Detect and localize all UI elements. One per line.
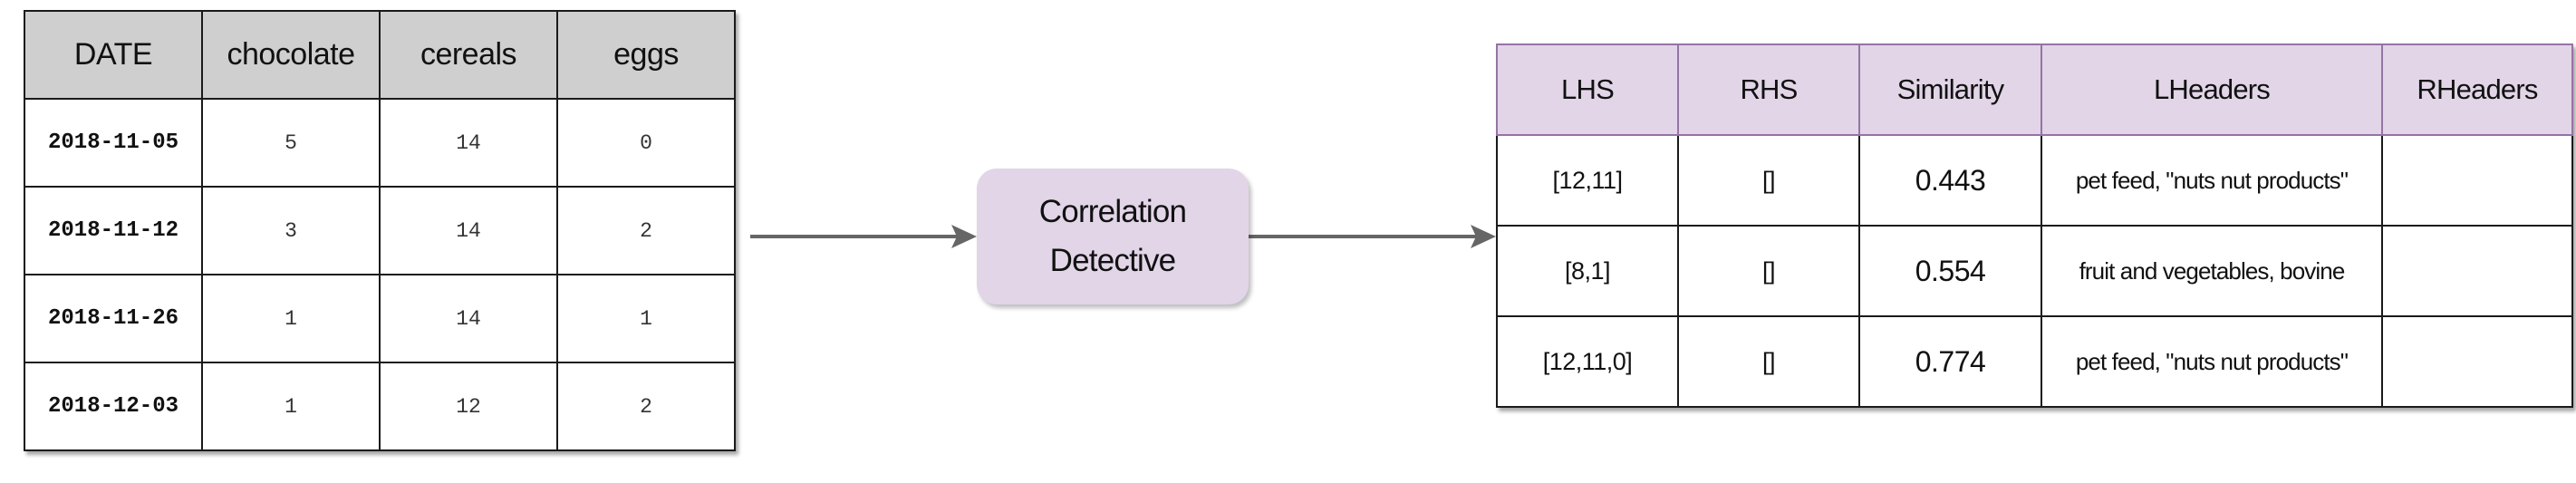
output-cell-similarity: 0.774 — [1858, 315, 2042, 408]
output-cell-rheaders — [2381, 315, 2573, 408]
input-header-date: DATE — [24, 10, 203, 100]
input-cell-cereals: 14 — [379, 186, 558, 275]
output-table-row: [8,1] [] 0.554 fruit and vegetables, bov… — [1496, 225, 2573, 317]
output-table-header-row: LHS RHS Similarity LHeaders RHeaders — [1496, 43, 2573, 136]
output-table-row: [12,11,0] [] 0.774 pet feed, "nuts nut p… — [1496, 315, 2573, 408]
output-cell-lheaders: pet feed, "nuts nut products" — [2041, 315, 2383, 408]
input-cell-cereals: 14 — [379, 274, 558, 363]
output-cell-similarity: 0.443 — [1858, 134, 2042, 227]
input-cell-cereals: 12 — [379, 362, 558, 451]
input-cell-date: 2018-12-03 — [24, 362, 203, 451]
process-label: Correlation Detective — [1038, 194, 1187, 278]
input-cell-date: 2018-11-05 — [24, 98, 203, 188]
output-cell-similarity: 0.554 — [1858, 225, 2042, 317]
input-cell-chocolate: 5 — [201, 98, 381, 188]
input-cell-eggs: 2 — [556, 186, 736, 275]
output-header-similarity: Similarity — [1858, 43, 2042, 136]
output-cell-rhs: [] — [1677, 315, 1860, 408]
input-cell-chocolate: 1 — [201, 274, 381, 363]
input-cell-date: 2018-11-26 — [24, 274, 203, 363]
input-table-row: 2018-11-12 3 14 2 — [24, 186, 736, 275]
output-header-rheaders: RHeaders — [2381, 43, 2573, 136]
output-cell-lheaders: fruit and vegetables, bovine — [2041, 225, 2383, 317]
input-table-header-row: DATE chocolate cereals eggs — [24, 10, 736, 100]
input-table: DATE chocolate cereals eggs 2018-11-05 5… — [24, 10, 736, 451]
output-cell-rhs: [] — [1677, 134, 1860, 227]
output-table: LHS RHS Similarity LHeaders RHeaders [12… — [1496, 43, 2573, 408]
arrow-process-to-output — [1249, 225, 1496, 248]
output-cell-lhs: [8,1] — [1496, 225, 1679, 317]
output-header-lheaders: LHeaders — [2041, 43, 2383, 136]
input-cell-chocolate: 1 — [201, 362, 381, 451]
input-table-row: 2018-11-05 5 14 0 — [24, 98, 736, 188]
input-table-row: 2018-12-03 1 12 2 — [24, 362, 736, 451]
output-cell-lheaders: pet feed, "nuts nut products" — [2041, 134, 2383, 227]
input-cell-chocolate: 3 — [201, 186, 381, 275]
output-header-lhs: LHS — [1496, 43, 1679, 136]
output-header-rhs: RHS — [1677, 43, 1860, 136]
input-cell-date: 2018-11-12 — [24, 186, 203, 275]
arrow-input-to-process — [750, 225, 977, 248]
output-cell-lhs: [12,11,0] — [1496, 315, 1679, 408]
correlation-detective-node: Correlation Detective — [977, 169, 1249, 304]
input-cell-eggs: 2 — [556, 362, 736, 451]
input-cell-eggs: 0 — [556, 98, 736, 188]
output-cell-lhs: [12,11] — [1496, 134, 1679, 227]
output-table-row: [12,11] [] 0.443 pet feed, "nuts nut pro… — [1496, 134, 2573, 227]
input-table-row: 2018-11-26 1 14 1 — [24, 274, 736, 363]
input-cell-cereals: 14 — [379, 98, 558, 188]
input-cell-eggs: 1 — [556, 274, 736, 363]
output-cell-rheaders — [2381, 225, 2573, 317]
input-header-eggs: eggs — [556, 10, 736, 100]
input-header-chocolate: chocolate — [201, 10, 381, 100]
output-cell-rhs: [] — [1677, 225, 1860, 317]
output-cell-rheaders — [2381, 134, 2573, 227]
input-header-cereals: cereals — [379, 10, 558, 100]
